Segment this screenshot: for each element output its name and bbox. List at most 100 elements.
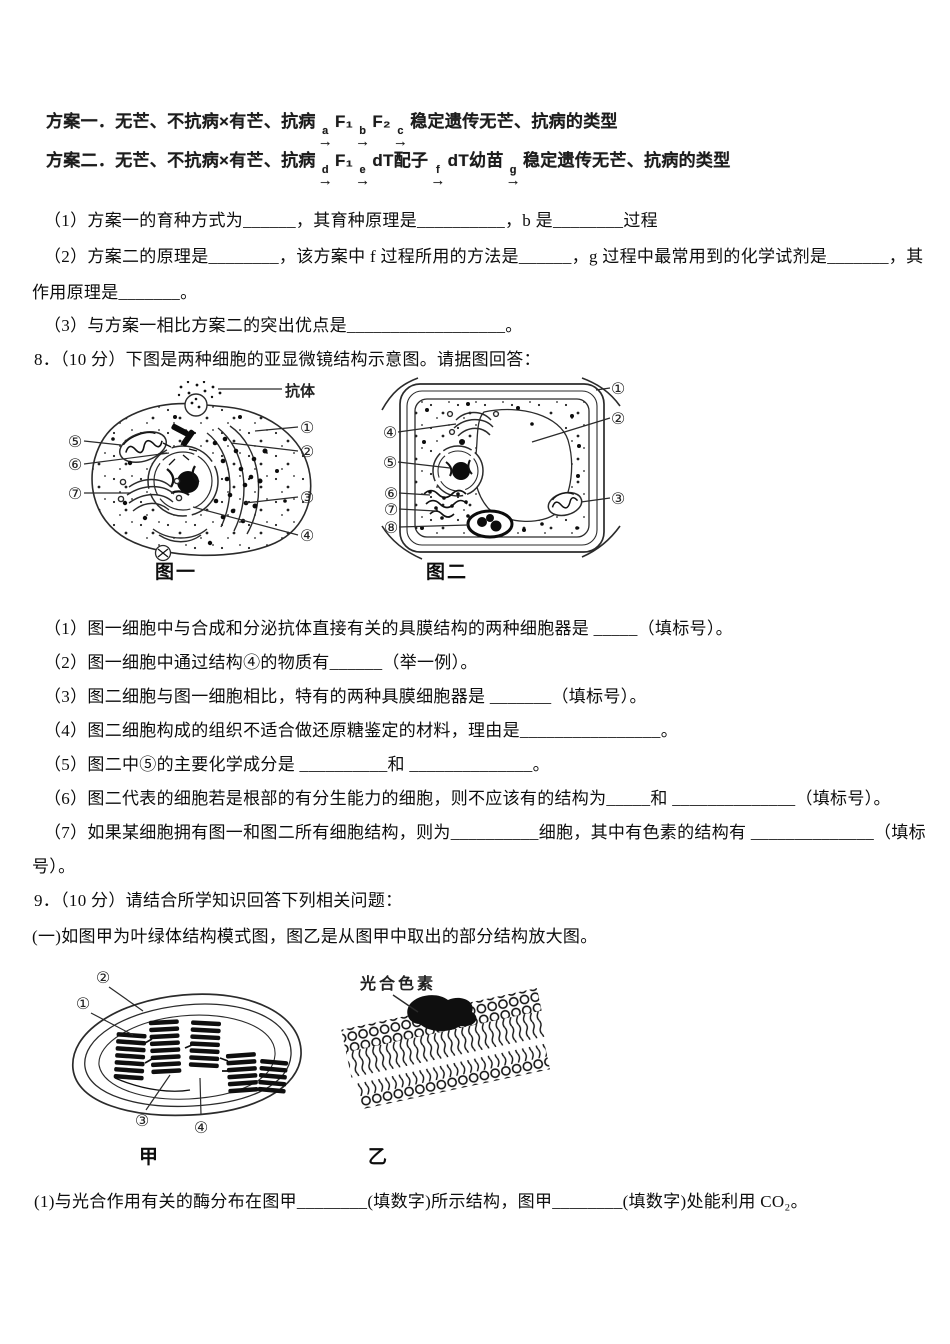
scheme-one-f2: F₂ (372, 112, 391, 131)
scheme-one-result: 稳定遗传无芒、抗病的类型 (410, 112, 618, 131)
grana-stacks (113, 1019, 289, 1094)
vesicle-band (152, 528, 208, 543)
nucleolus (177, 471, 199, 493)
q8-item-7: （7）如果某细胞拥有图一和图二所有细胞结构，则为__________细胞，其中有… (44, 823, 926, 842)
pigment-cluster (407, 995, 477, 1032)
nucleus (432, 445, 484, 497)
arrow-icon: → (317, 133, 334, 150)
label-3: ③ (300, 488, 314, 507)
label-7: ⑦ (68, 484, 82, 503)
pigment-leader-line (392, 994, 419, 1013)
q9-item-1: (1)与光合作用有关的酶分布在图甲________(填数字)所示结构，图甲___… (34, 1192, 808, 1211)
label-1: ① (300, 418, 314, 437)
figure-chloroplast: ② ① ③ ④ (72, 968, 302, 1137)
q7-item-2: （2）方案二的原理是________，该方案中 f 过程所用的方法是______… (44, 247, 924, 266)
q7-item-2-continuation: 作用原理是_______。 (32, 283, 198, 302)
mitochondrion (547, 491, 583, 517)
scheme-two-seedling: dT幼苗 (447, 151, 504, 170)
leader-lines (90, 986, 202, 1116)
pigment-label: 光合色素 (359, 974, 436, 993)
q8-item-3: （3）图二细胞与图一细胞相比，特有的两种具膜细胞器是 _______（填标号）。 (44, 687, 647, 706)
lysosome (154, 544, 172, 562)
nucleolus (452, 462, 470, 480)
q8-item-5: （5）图二中⑤的主要化学成分是 __________和 ____________… (44, 755, 550, 774)
caption-yi: 乙 (368, 1147, 390, 1168)
aster-rays (157, 437, 198, 466)
figure-animal-cell: 抗体 (68, 381, 316, 562)
q9-intro: (一)如图甲为叶绿体结构模式图，图乙是从图甲中取出的部分结构放大图。 (32, 927, 598, 946)
q7-item-1: （1）方案一的育种方式为______，其育种原理是__________，b 是_… (44, 211, 658, 230)
arrow-b: b→ (355, 125, 371, 150)
arrow-icon: → (430, 172, 446, 189)
caption-jia: 甲 (139, 1147, 161, 1168)
arrow-f-letter: f (436, 164, 440, 176)
antibody-dots (177, 381, 222, 399)
q8-item-4: （4）图二细胞构成的组织不适合做还原糖鉴定的材料，理由是____________… (44, 721, 678, 740)
lamellae (114, 1038, 229, 1092)
arrow-b-letter: b (359, 125, 367, 137)
label-2: ② (300, 442, 314, 461)
cytoplasm-granules (111, 415, 287, 546)
golgi-apparatus (446, 410, 500, 445)
secretion-vesicle (177, 381, 222, 417)
chloroplast-envelope (72, 993, 302, 1117)
ribosome-dots (428, 490, 470, 520)
chromatin (445, 459, 473, 477)
caption-cell2: 图二 (426, 562, 469, 583)
label-7: ⑦ (384, 500, 398, 519)
q7-item-3: （3）与方案一相比方案二的突出优点是__________________。 (44, 316, 523, 335)
arrow-c-letter: c (397, 125, 404, 137)
amyloplast (466, 509, 514, 539)
label-5: ⑤ (68, 432, 82, 451)
arrow-d-letter: d (321, 164, 329, 176)
leader-lines (83, 426, 299, 536)
scheme-two-result: 稳定遗传无芒、抗病的类型 (522, 151, 731, 170)
label-8: ⑧ (384, 518, 398, 537)
arrow-icon: → (355, 172, 371, 189)
label-3: ③ (611, 489, 625, 508)
arrow-f: f→ (430, 164, 446, 189)
arrow-icon: → (355, 133, 371, 150)
cytoplasm-granules (420, 402, 581, 532)
arrow-a: a→ (317, 125, 334, 150)
scheme-two-gamete: dT配子 (372, 151, 429, 170)
arrow-d: d→ (317, 164, 334, 189)
arrow-e: e→ (355, 164, 371, 189)
arrow-e-letter: e (359, 164, 366, 176)
scheme-two-f1: F₁ (335, 151, 354, 170)
label-1: ① (76, 994, 90, 1013)
label-3: ③ (135, 1111, 149, 1130)
figure-membrane: 光合色素 (341, 974, 551, 1110)
nucleus (147, 445, 219, 517)
q8-item-1: （1）图一细胞中与合成和分泌抗体直接有关的具膜结构的两种细胞器是 _____（填… (44, 619, 733, 638)
q8-heading: 8．（10 分）下图是两种细胞的亚显微镜结构示意图。请据图回答： (34, 350, 541, 369)
label-2: ② (611, 409, 625, 428)
label-1: ① (611, 379, 625, 398)
arrow-g: g→ (506, 164, 521, 189)
label-4: ④ (194, 1118, 208, 1137)
centrioles (157, 423, 198, 466)
q8-item-6: （6）图二代表的细胞若是根部的有分生能力的细胞，则不应该有的结构为_____和 … (44, 789, 891, 808)
arrow-icon: → (392, 133, 409, 150)
arrow-a-letter: a (322, 125, 329, 137)
label-6: ⑥ (68, 455, 82, 474)
arrow-icon: → (317, 172, 334, 189)
label-5: ⑤ (383, 453, 397, 472)
scheme-one-prefix: 方案一．无芒、不抗病×有芒、抗病 (46, 112, 316, 131)
caption-cell1: 图一 (155, 562, 198, 583)
label-6: ⑥ (384, 484, 398, 503)
scheme-one-f1: F₁ (335, 112, 354, 131)
label-2: ② (96, 968, 110, 987)
q8-item-2: （2）图一细胞中通过结构④的物质有______（举一例）。 (44, 653, 478, 672)
figure-plant-cell: ④ ⑤ ⑥ ⑦ ⑧ ① ② ③ (381, 377, 625, 560)
label-4: ④ (383, 423, 397, 442)
label-4: ④ (300, 526, 314, 545)
q9-heading: 9．（10 分）请结合所学知识回答下列相关问题： (34, 891, 403, 910)
leader-lines (397, 387, 611, 528)
arrow-g-letter: g (509, 164, 517, 176)
arrow-c: c→ (392, 125, 409, 150)
golgi-apparatus (117, 477, 183, 512)
